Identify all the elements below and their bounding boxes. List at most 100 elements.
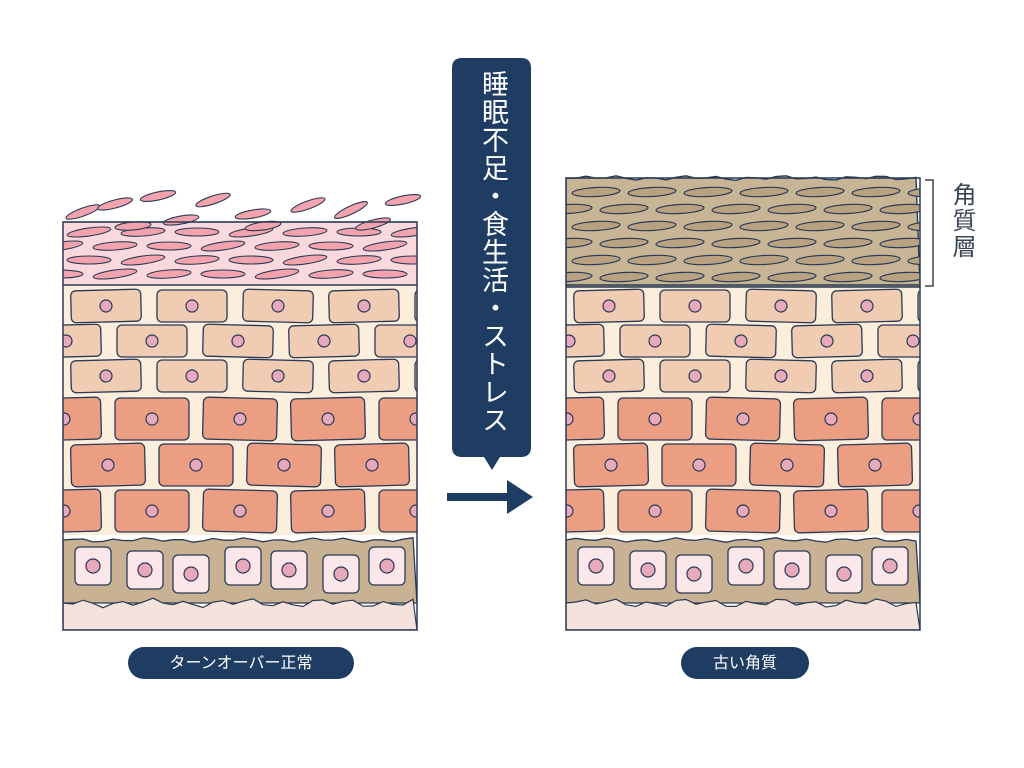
corneum-flake — [282, 254, 328, 266]
shedding-flake — [65, 204, 101, 220]
shedding-flake — [290, 197, 326, 213]
corneum-flake — [254, 241, 300, 251]
cell-nucleus — [189, 458, 203, 472]
cell-body — [881, 489, 920, 533]
epidermal-cell — [378, 397, 417, 441]
cell-nucleus — [602, 299, 616, 313]
cell-body — [969, 489, 1024, 533]
cell-nucleus — [365, 458, 379, 472]
keratin-flake — [739, 186, 789, 198]
cell-nucleus — [321, 412, 335, 426]
epidermal-cell — [748, 442, 826, 488]
shedding-flake — [234, 208, 272, 220]
basal-cell — [224, 546, 262, 586]
cell-nucleus — [688, 369, 702, 383]
keratin-flake — [566, 271, 593, 283]
cell-nucleus — [602, 369, 616, 383]
basal-nucleus — [333, 566, 349, 582]
shedding-flake — [195, 192, 231, 208]
cell-nucleus — [1001, 413, 1013, 425]
cell-nucleus — [824, 412, 838, 426]
corneum-flake — [174, 255, 220, 265]
cell-body — [881, 397, 920, 441]
cell-body — [926, 444, 1000, 486]
basal-cell — [629, 550, 667, 590]
corneum-flake — [228, 255, 274, 265]
keratin-flake — [851, 220, 901, 232]
basal-cell — [675, 554, 713, 594]
basal-nucleus — [882, 558, 898, 574]
dermis-band — [63, 597, 417, 630]
keratin-flake — [851, 186, 901, 198]
epidermal-cell — [877, 324, 920, 358]
keratin-flake — [823, 271, 873, 283]
epidermal-cell — [63, 323, 102, 359]
epidermal-cell — [328, 288, 400, 324]
epidermal-cell — [704, 488, 782, 534]
cell-nucleus — [185, 369, 199, 383]
epidermal-cell — [69, 442, 147, 488]
cell-nucleus — [868, 458, 882, 472]
cell-nucleus — [233, 412, 247, 426]
corneum-flake — [362, 269, 408, 279]
cell-body — [969, 397, 1024, 441]
keratin-flake — [599, 271, 649, 283]
epidermal-cell — [70, 288, 142, 324]
shedding-flake — [355, 217, 391, 231]
epidermal-cell — [881, 489, 920, 533]
cell-nucleus — [860, 369, 874, 383]
basal-cell — [577, 546, 615, 586]
keratin-flake — [795, 220, 845, 232]
epidermal-cell — [333, 442, 411, 488]
cell-nucleus — [277, 458, 291, 472]
skin-layers — [566, 175, 1024, 630]
basal-nucleus — [588, 558, 604, 574]
basal-nucleus — [235, 558, 251, 574]
cell-nucleus — [357, 369, 371, 383]
cell-nucleus — [99, 299, 113, 313]
keratin-flake — [683, 220, 733, 232]
epidermal-cell — [116, 324, 188, 358]
epidermal-cell — [917, 360, 920, 392]
dermis-band — [566, 598, 920, 630]
epidermal-cell — [242, 288, 314, 324]
cell-nucleus — [99, 369, 113, 383]
shedding-flake — [139, 190, 177, 202]
epidermal-cell — [114, 397, 190, 441]
keratin-flake — [655, 237, 705, 249]
cell-nucleus — [774, 299, 788, 313]
epidermal-cell — [926, 444, 1000, 486]
cell-nucleus — [780, 458, 794, 472]
cell-nucleus — [957, 459, 969, 471]
basal-cell — [773, 550, 811, 590]
right-arrow — [447, 480, 533, 514]
epidermal-cell — [792, 488, 870, 534]
skin-layers — [63, 221, 466, 630]
epidermal-cell — [328, 358, 400, 394]
cell-nucleus — [409, 504, 417, 518]
cell-nucleus — [860, 299, 874, 313]
basal-nucleus — [836, 566, 852, 582]
epidermal-cell — [566, 396, 606, 442]
epidermal-cell — [201, 488, 279, 534]
epidermal-cell — [745, 288, 817, 324]
epidermal-cell — [969, 489, 1024, 533]
cell-nucleus — [271, 369, 285, 383]
epidermal-cell — [573, 358, 645, 394]
basal-cell — [871, 546, 909, 586]
basal-cell — [727, 546, 765, 586]
right-caption-text: 古い角質 — [712, 653, 777, 672]
keratin-flake — [599, 203, 649, 215]
cell-nucleus — [454, 459, 466, 471]
cell-nucleus — [233, 504, 247, 518]
cell-nucleus — [648, 412, 662, 426]
corneum-flake — [390, 226, 417, 238]
cell-nucleus — [774, 369, 788, 383]
shedding-flake — [334, 201, 368, 219]
cell-nucleus — [63, 334, 73, 348]
cell-nucleus — [566, 412, 574, 426]
epidermal-cell — [831, 358, 903, 394]
cell-nucleus — [906, 334, 920, 348]
corneum-flake — [200, 269, 246, 279]
